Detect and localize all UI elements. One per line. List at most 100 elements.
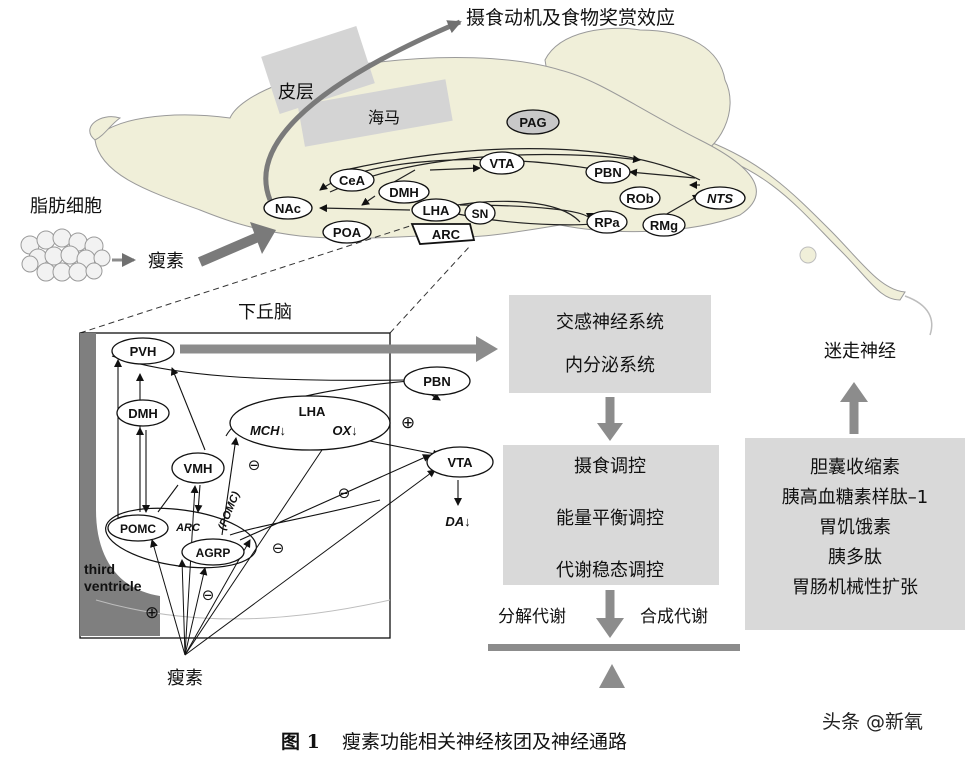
box-middle-line-3: 代谢稳态调控 (556, 560, 664, 581)
node-dmh-top: DMH (378, 180, 430, 204)
box-top-line-2: 内分泌系统 (565, 355, 655, 376)
minus-sign-vta: ⊖ (338, 484, 351, 502)
node-nac-label: NAc (275, 201, 301, 216)
node-rpa-label: RPa (594, 215, 620, 230)
balance-fulcrum (599, 664, 625, 688)
cortex-band (261, 26, 375, 114)
node-arc-top: ARC (410, 223, 476, 245)
inset-node-mch-label: MCH↓ (250, 423, 286, 438)
box-right-line-5: 胃肠机械性扩张 (792, 577, 918, 598)
box-right-line-1: 胆囊收缩素 (810, 457, 900, 478)
inset-node-pbn: PBN (403, 366, 471, 396)
box-top-line-1: 交感神经系统 (556, 312, 664, 333)
plus-sign-pbn: ⊕ (401, 413, 415, 433)
adipocyte-cluster (20, 228, 111, 282)
zoom-line-left (79, 225, 411, 334)
box-right-line-3: 胃饥饿素 (819, 517, 891, 538)
adipocyte-label: 脂肪细胞 (30, 196, 102, 217)
inset-node-vta: VTA (426, 446, 494, 478)
inset-node-agrp-label: AGRP (196, 546, 231, 560)
node-pbn-top-label: PBN (594, 165, 621, 180)
box-gut-signals: 胆囊收缩素 胰高血糖素样肽–1 胃饥饿素 胰多肽 胃肠机械性扩张 (745, 438, 965, 630)
vagus-nerve-line (904, 295, 933, 336)
olfactory-bulb (89, 116, 122, 141)
inset-node-dmh-label: DMH (128, 406, 158, 421)
hypothalamus-label: 下丘脑 (238, 302, 292, 323)
top-effect-label: 摄食动机及食物奖赏效应 (466, 7, 675, 29)
inset-node-vmh-label: VMH (184, 461, 213, 476)
box-right-line-2: 胰高血糖素样肽–1 (782, 487, 928, 508)
vagus-label: 迷走神经 (824, 341, 896, 362)
catabolism-label: 分解代谢 (498, 607, 566, 627)
node-rob: ROb (619, 186, 661, 210)
pvh-output-arrowhead (476, 336, 498, 362)
caption-title: 瘦素功能相关神经核团及神经通路 (342, 731, 627, 753)
node-rmg: RMg (642, 213, 686, 237)
arrow-middle-to-balance-head (596, 618, 624, 638)
node-sn-label: SN (472, 207, 489, 221)
inset-node-arc-label: ARC (175, 522, 201, 534)
hippocampus-label: 海马 (368, 108, 400, 127)
hypothalamus-inset: third ventricle (79, 332, 494, 656)
box-middle-line-1: 摄食调控 (574, 456, 646, 477)
spinal-cord (699, 137, 906, 301)
inset-node-dmh: DMH (116, 399, 170, 427)
leptin-bottom-label: 瘦素 (167, 668, 203, 689)
node-nts: NTS (694, 186, 746, 210)
node-dmh-top-label: DMH (389, 185, 419, 200)
watermark: 头条 @新氧 (822, 711, 923, 733)
anabolism-label: 合成代谢 (640, 607, 708, 627)
inset-node-lha: LHA MCH↓ OX↓ (229, 395, 391, 451)
minus-sign-pomc-proj: ⊖ (248, 456, 261, 474)
box-regulation: 摄食调控 能量平衡调控 代谢稳态调控 (503, 445, 719, 585)
node-poa: POA (322, 220, 372, 244)
inset-node-lha-label: LHA (299, 404, 326, 419)
leptin-big-arrowhead (250, 222, 276, 254)
node-vta-top-label: VTA (489, 156, 515, 171)
leptin-big-arrow (198, 232, 260, 267)
third-ventricle-label-1: third (84, 561, 115, 577)
inset-node-vmh: VMH (171, 452, 225, 484)
node-pag: PAG (506, 109, 560, 135)
inset-node-agrp: AGRP (181, 538, 245, 566)
caption-fig-number: 图 1 (281, 731, 320, 753)
box-autonomic-endocrine: 交感神经系统 内分泌系统 (509, 295, 711, 393)
inset-node-pvh-label: PVH (130, 344, 157, 359)
third-ventricle (80, 333, 160, 636)
node-sn: SN (464, 201, 496, 225)
vagus-ganglion (799, 246, 817, 264)
inset-node-pbn-label: PBN (423, 374, 450, 389)
inset-da-label: DA↓ (445, 514, 470, 529)
brain-illustration: 皮层 海马 摄食动机及食物奖赏效应 PAG PBN (89, 7, 906, 301)
box-right-line-4: 胰多肽 (828, 547, 882, 568)
node-rmg-label: RMg (650, 218, 678, 233)
node-cea: CeA (329, 168, 375, 192)
ventricle-curve (95, 599, 391, 620)
node-poa-label: POA (333, 225, 362, 240)
cortex-label: 皮层 (278, 82, 314, 103)
node-cea-label: CeA (339, 173, 366, 188)
node-vta-top: VTA (479, 151, 525, 175)
inset-node-ox-label: OX↓ (332, 423, 357, 438)
node-arc-top-label: ARC (432, 227, 461, 242)
box-middle-line-2: 能量平衡调控 (556, 508, 664, 529)
node-nac: NAc (263, 196, 313, 220)
node-nts-label: NTS (707, 191, 733, 206)
node-pbn-top: PBN (585, 160, 631, 184)
motivation-arrow (263, 19, 462, 201)
node-rpa: RPa (586, 210, 628, 234)
plus-sign-pomc: ⊕ (145, 603, 159, 623)
inset-node-arc-region: ARC (105, 507, 257, 569)
inset-node-pvh: PVH (111, 337, 175, 365)
arrow-gut-to-vagus-head (840, 382, 868, 402)
node-lha-top-label: LHA (423, 203, 450, 218)
node-rob-label: ROb (626, 191, 654, 206)
inset-node-pomc-label: POMC (120, 522, 156, 536)
arrow-top-to-middle-head (597, 423, 623, 441)
leptin-top-label: 瘦素 (148, 251, 184, 272)
balance-beam (488, 644, 740, 651)
inset-node-pomc: POMC (107, 514, 169, 542)
zoom-line-right (389, 245, 471, 334)
node-pag-label: PAG (519, 115, 546, 130)
